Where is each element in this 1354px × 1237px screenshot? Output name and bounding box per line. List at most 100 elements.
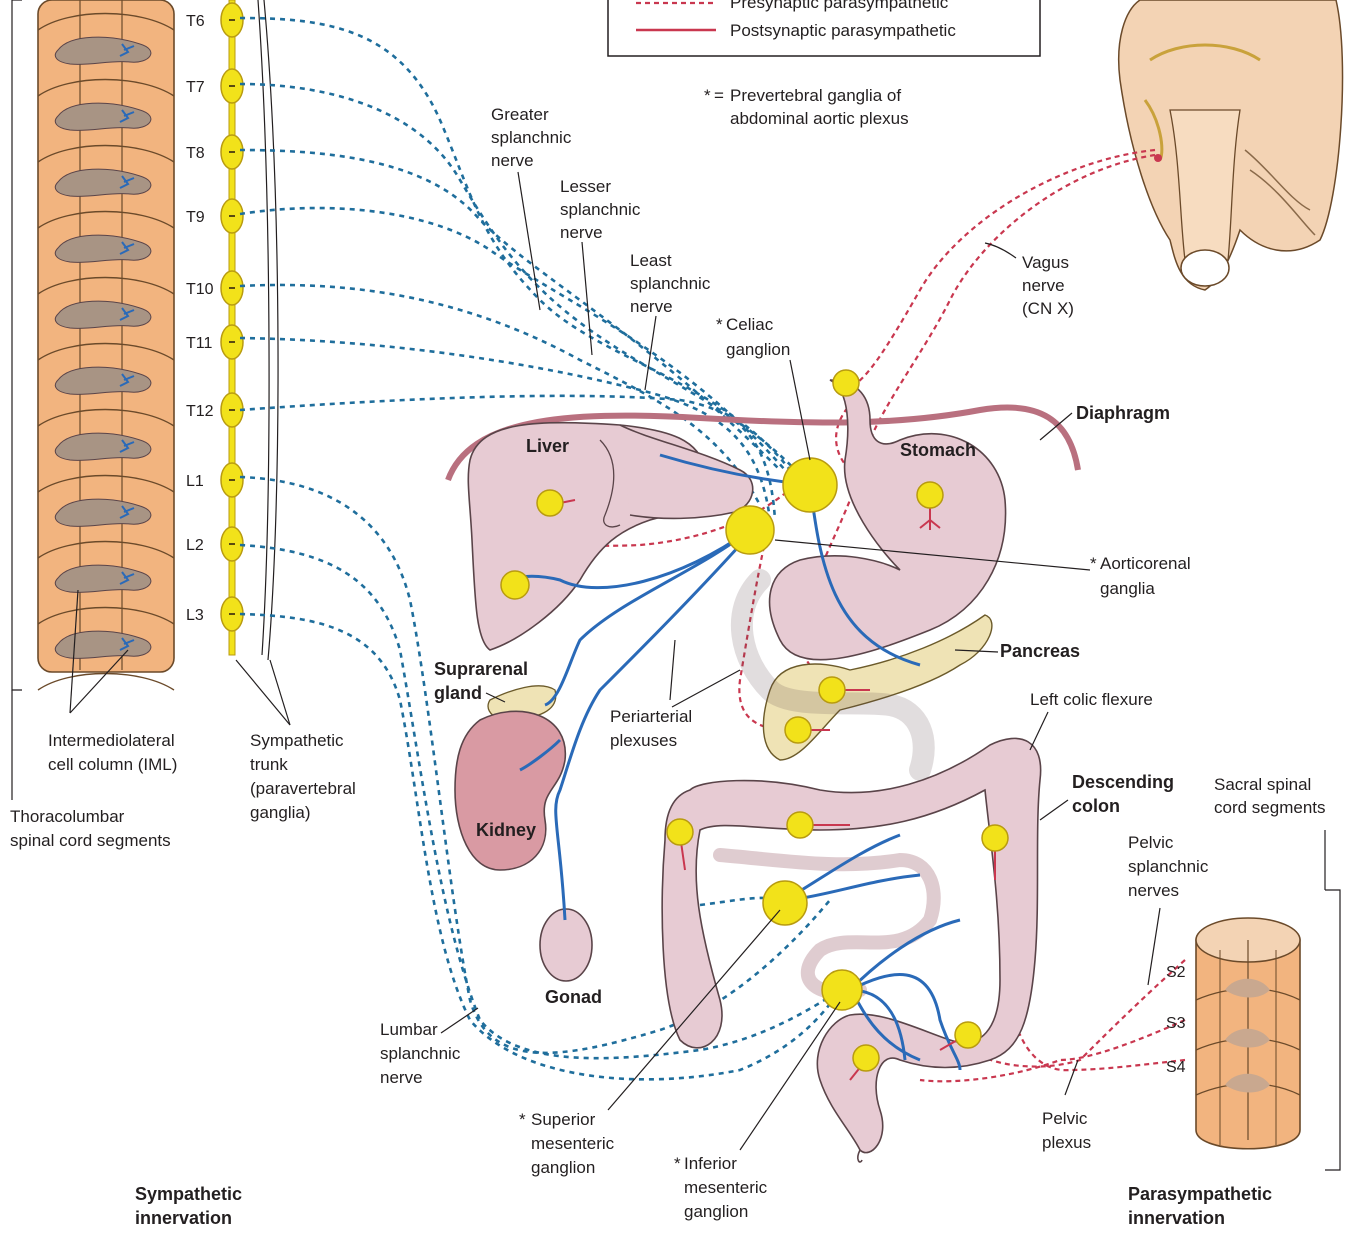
- label-parasympathetic-1: Parasympathetic: [1128, 1184, 1272, 1204]
- duodenum-ganglion: [785, 717, 811, 743]
- label-iml-1: Intermediolateral: [48, 731, 175, 750]
- label-least-1: Least: [630, 251, 672, 270]
- label-greater-3: nerve: [491, 151, 534, 170]
- sacral-bracket: [1325, 890, 1340, 1170]
- label-inf-mes-1: Inferior: [684, 1154, 737, 1173]
- label-celiac-1: Celiac: [726, 315, 774, 334]
- sigmoid-ganglion: [955, 1022, 981, 1048]
- segment-label-t8: T8: [186, 145, 205, 162]
- segment-label-t11: T11: [186, 335, 212, 352]
- large-intestine: [662, 738, 1040, 1162]
- label-pancreas: Pancreas: [1000, 641, 1080, 661]
- label-descending-2: colon: [1072, 796, 1120, 816]
- label-pelvic-splanchnic-2: splanchnic: [1128, 857, 1209, 876]
- label-sup-mes-2: mesenteric: [531, 1134, 615, 1153]
- label-sup-mes-1: Superior: [531, 1110, 596, 1129]
- rectum-ganglion: [853, 1045, 879, 1071]
- footnote-line-2: abdominal aortic plexus: [730, 109, 909, 128]
- label-aorticorenal-star: *: [1090, 554, 1097, 573]
- celiac-ganglion: [783, 458, 837, 512]
- label-thoracolumbar-2: spinal cord segments: [10, 831, 171, 850]
- label-trunk-3: (paravertebral: [250, 779, 356, 798]
- thoracolumbar-spinal-cord: [38, 0, 174, 690]
- label-pelvic-splanchnic-1: Pelvic: [1128, 833, 1174, 852]
- segment-label-t9: T9: [186, 209, 205, 226]
- thoracolumbar-bracket: [12, 0, 22, 690]
- label-pelvic-plexus-2: plexus: [1042, 1133, 1091, 1152]
- legend-presynaptic-parasympathetic: Presynaptic parasympathetic: [730, 0, 949, 12]
- segment-label-l3: L3: [186, 607, 204, 624]
- label-lesser-3: nerve: [560, 223, 603, 242]
- segment-label-t12: T12: [186, 403, 214, 420]
- label-lumbar-2: splanchnic: [380, 1044, 461, 1063]
- inferior-mesenteric-ganglion: [822, 970, 862, 1010]
- label-sup-mes-3: ganglion: [531, 1158, 595, 1177]
- label-vagus-1: Vagus: [1022, 253, 1069, 272]
- label-lumbar-1: Lumbar: [380, 1020, 438, 1039]
- label-parasympathetic-2: innervation: [1128, 1208, 1225, 1228]
- prevertebral-footnote: * = Prevertebral ganglia of abdominal ao…: [704, 86, 909, 128]
- label-stomach: Stomach: [900, 440, 976, 460]
- label-celiac-2: ganglion: [726, 340, 790, 359]
- label-pelvic-plexus-1: Pelvic: [1042, 1109, 1088, 1128]
- label-sympathetic-2: innervation: [135, 1208, 232, 1228]
- segment-label-l1: L1: [186, 473, 204, 490]
- pancreas-ganglion: [819, 677, 845, 703]
- segment-label-t7: T7: [186, 79, 205, 96]
- label-iml-2: cell column (IML): [48, 755, 177, 774]
- label-inf-mes-3: ganglion: [684, 1202, 748, 1221]
- label-gonad: Gonad: [545, 987, 602, 1007]
- sympathetic-trunk: [221, 0, 278, 660]
- vagal-ganglion-esophagus: [833, 370, 859, 396]
- label-trunk-2: trunk: [250, 755, 288, 774]
- sacral-segment-s4: S4: [1166, 1059, 1186, 1076]
- label-least-3: nerve: [630, 297, 673, 316]
- label-sympathetic-1: Sympathetic: [135, 1184, 242, 1204]
- labels: Greater splanchnic nerve Lesser splanchn…: [10, 105, 1326, 1228]
- label-trunk-1: Sympathetic: [250, 731, 344, 750]
- label-lumbar-3: nerve: [380, 1068, 423, 1087]
- ascending-colon-ganglion: [667, 819, 693, 845]
- label-sacral-1: Sacral spinal: [1214, 775, 1311, 794]
- label-vagus-2: nerve: [1022, 276, 1065, 295]
- cord-segment-boundary: [38, 674, 174, 691]
- segment-label-t6: T6: [186, 13, 205, 30]
- label-celiac-star: *: [716, 315, 723, 334]
- sacral-spinal-cord: [1196, 918, 1300, 1149]
- sacral-segment-s2: S2: [1166, 964, 1186, 981]
- label-lesser-1: Lesser: [560, 177, 611, 196]
- label-sup-mes-star: *: [519, 1110, 526, 1129]
- segment-label-t10: T10: [186, 281, 214, 298]
- label-inf-mes-star: *: [674, 1154, 681, 1173]
- legend: Presynaptic parasympathetic Postsynaptic…: [608, 0, 1040, 56]
- sacral-segment-s3: S3: [1166, 1015, 1186, 1032]
- footnote-star: *: [704, 86, 711, 105]
- label-trunk-4: ganglia): [250, 803, 311, 822]
- label-aorticorenal-2: ganglia: [1100, 579, 1155, 598]
- label-kidney: Kidney: [476, 820, 536, 840]
- kidney: [455, 711, 565, 870]
- liver-intramural-ganglion: [537, 490, 563, 516]
- label-left-colic-flexure: Left colic flexure: [1030, 690, 1153, 709]
- label-greater-1: Greater: [491, 105, 549, 124]
- label-sacral-2: cord segments: [1214, 798, 1326, 817]
- label-suprarenal-2: gland: [434, 683, 482, 703]
- descending-colon-ganglion: [982, 825, 1008, 851]
- label-vagus-3: (CN X): [1022, 299, 1074, 318]
- label-periarterial-1: Periarterial: [610, 707, 692, 726]
- liver-hilar-ganglion: [501, 571, 529, 599]
- transverse-colon-ganglion: [787, 812, 813, 838]
- label-suprarenal-1: Suprarenal: [434, 659, 528, 679]
- label-diaphragm: Diaphragm: [1076, 403, 1170, 423]
- superior-mesenteric-ganglion: [763, 881, 807, 925]
- label-inf-mes-2: mesenteric: [684, 1178, 768, 1197]
- legend-postsynaptic-parasympathetic: Postsynaptic parasympathetic: [730, 21, 956, 40]
- label-lesser-2: splanchnic: [560, 200, 641, 219]
- footnote-equals: =: [714, 86, 724, 105]
- label-liver: Liver: [526, 436, 569, 456]
- label-aorticorenal-1: Aorticorenal: [1100, 554, 1191, 573]
- label-descending-1: Descending: [1072, 772, 1174, 792]
- label-pelvic-splanchnic-3: nerves: [1128, 881, 1179, 900]
- label-periarterial-2: plexuses: [610, 731, 677, 750]
